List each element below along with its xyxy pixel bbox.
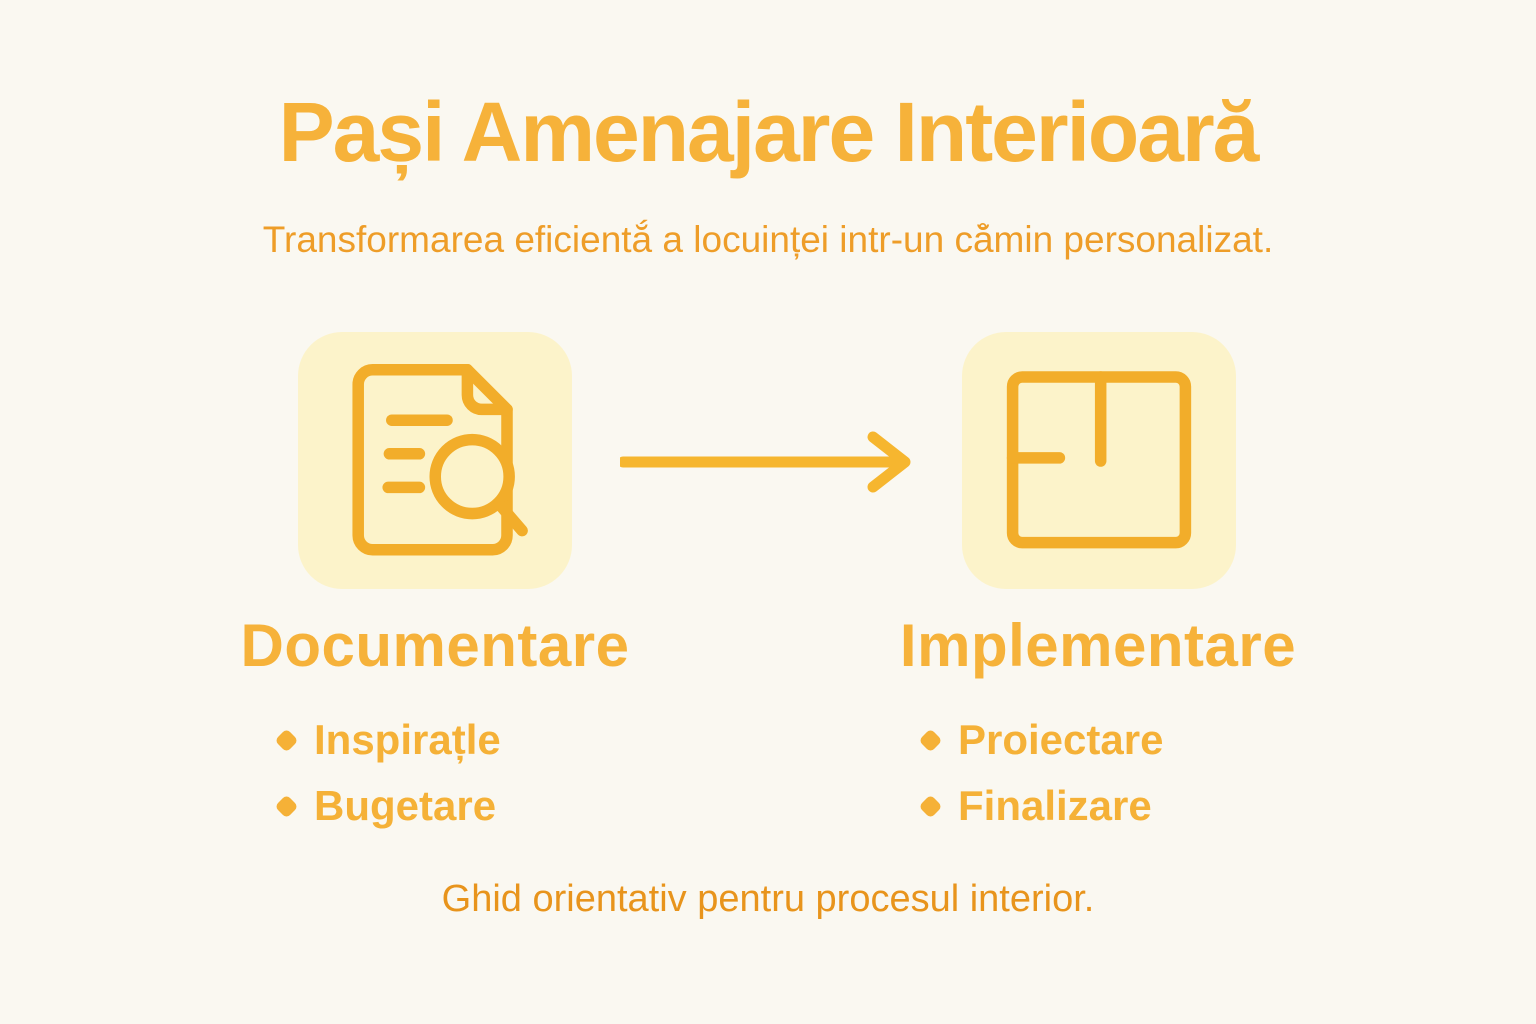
- step-heading-documentare: Documentare: [240, 612, 630, 679]
- list-item: Bugetare: [274, 782, 501, 829]
- bullet-label: Proiectare: [958, 716, 1164, 763]
- bullet-marker: [274, 793, 299, 819]
- list-item: Finalizare: [918, 782, 1163, 829]
- document-search-icon: [352, 363, 528, 556]
- subtitle: Transformarea eficientắ a locuinței intr…: [262, 219, 1274, 260]
- bullet-marker: [918, 727, 943, 753]
- step-heading-implementare: Implementare: [899, 612, 1297, 679]
- bullet-marker: [918, 793, 943, 819]
- arrow-right-icon: [620, 431, 911, 493]
- footer-note: Ghid orientativ pentru procesul interior…: [441, 878, 1095, 920]
- documentare-bullet-list: Inspirațle Bugetare: [274, 716, 501, 850]
- bullet-label: Bugetare: [314, 782, 497, 829]
- list-item: Proiectare: [918, 716, 1164, 763]
- implementare-bullet-list: Proiectare Finalizare: [918, 716, 1164, 850]
- documentare-card: [298, 332, 572, 589]
- list-item: Inspirațle: [274, 716, 501, 763]
- bullet-label: Inspirațle: [314, 716, 501, 763]
- bullet-label: Finalizare: [958, 782, 1152, 829]
- floor-plan-icon: [1006, 370, 1192, 548]
- bullet-marker: [274, 727, 299, 753]
- page-title: Pași Amenajare Interioară: [278, 85, 1260, 179]
- implementare-card: [962, 332, 1236, 589]
